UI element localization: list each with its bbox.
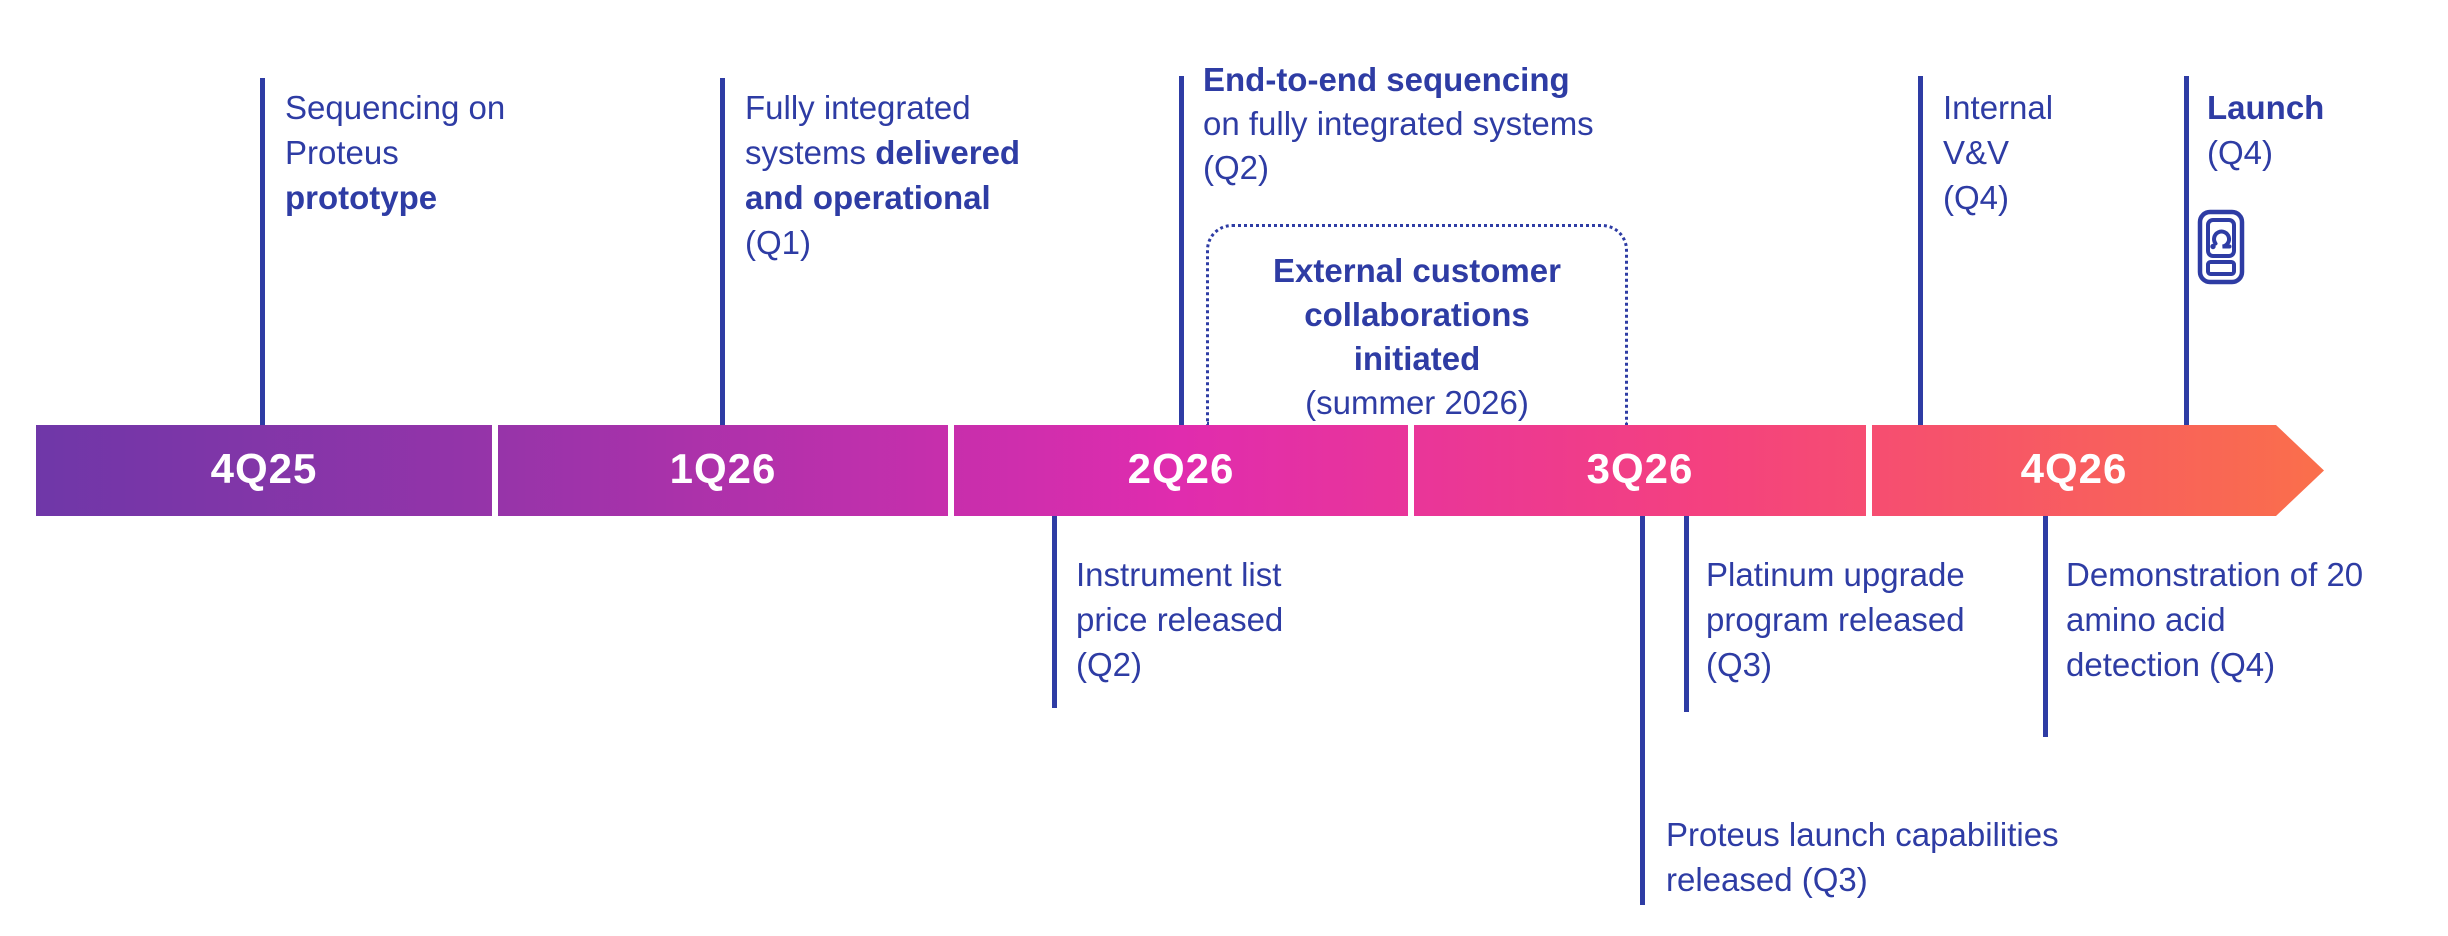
milestone-label-fully-integrated: Fully integrated systems delivered and o… (745, 89, 1021, 261)
instrument-icon (2197, 209, 2245, 285)
milestone-label-sequencing-prototype: Sequencing on Proteus prototype (285, 89, 506, 216)
milestone-label-launch: Launch (Q4) (2207, 89, 2325, 171)
milestone-tick (1052, 516, 1057, 708)
quarter-label-2q26: 2Q26 (1127, 444, 1235, 492)
milestone-tick (1684, 516, 1689, 712)
milestone-tick (2043, 516, 2048, 737)
milestone-tick (1179, 76, 1184, 425)
milestone-tick (2184, 76, 2189, 425)
segment-divider (948, 425, 954, 516)
quarter-label-3q26: 3Q26 (1586, 444, 1694, 492)
quarter-label-1q26: 1Q26 (669, 444, 777, 492)
timeline-bar: 4Q25 1Q26 2Q26 3Q26 4Q26 (36, 425, 2324, 516)
milestone-label-internal-vv: Internal V&V (Q4) (1943, 89, 2054, 216)
milestone-label-end-to-end-sequencing: End-to-end sequencing on fully integrate… (1203, 61, 1594, 186)
milestone-tick (1918, 76, 1923, 425)
milestone-tick (1640, 516, 1645, 905)
milestone-label-instrument-list-price: Instrument list price released (Q2) (1076, 556, 1284, 683)
callout-external-collaborations: External customer collaborations initiat… (1206, 224, 1628, 425)
segment-divider (1866, 425, 1872, 516)
milestone-tick (720, 78, 725, 425)
segment-divider (1408, 425, 1414, 516)
milestone-label-proteus-launch-capabilities: Proteus launch capabilities released (Q3… (1666, 816, 2059, 898)
quarter-label-4q25: 4Q25 (210, 444, 318, 492)
quarter-label-4q26: 4Q26 (2020, 444, 2128, 492)
milestone-label-platinum-upgrade: Platinum upgrade program released (Q3) (1706, 556, 1965, 683)
segment-divider (492, 425, 498, 516)
milestone-tick (260, 78, 265, 425)
milestone-label-demonstration-20aa: Demonstration of 20 amino acid detection… (2066, 556, 2364, 683)
